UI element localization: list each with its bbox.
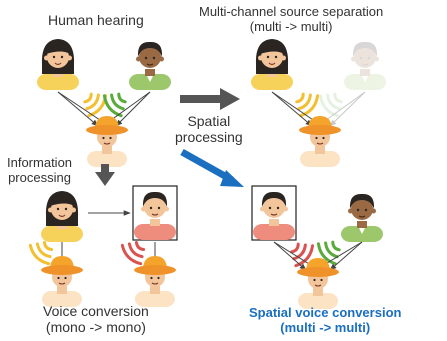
- man-speaker-icon: [340, 193, 384, 243]
- information-processing-line2: processing: [8, 170, 71, 185]
- woman-speaker-icon: [36, 38, 80, 91]
- spatial-voice-conversion-title: Spatial voice conversion: [249, 305, 402, 320]
- sound-wave-icon: [99, 86, 132, 120]
- information-processing-arrow: [95, 164, 115, 186]
- spatial-voice-conversion-label: Spatial voice conversion (multi -> multi…: [249, 305, 401, 335]
- spatial-processing-arrow: [180, 88, 240, 110]
- listener-with-hat-icon: [296, 257, 340, 310]
- voice-conversion-title: Voice conversion: [43, 303, 149, 319]
- voice-conversion-subtitle: (mono -> mono): [45, 319, 146, 335]
- spatial-processing-line1: Spatial: [187, 113, 231, 129]
- source-separation-group: [250, 38, 387, 168]
- source-separation-title: Multi-channel source separation: [199, 4, 384, 19]
- voice-conversion-label: Voice conversion (mono -> mono): [43, 303, 149, 335]
- spatial-voice-conversion-group: [251, 185, 384, 310]
- spatial-voice-conversion-arrow: [180, 148, 244, 187]
- human-hearing-group: [36, 38, 172, 168]
- listener-with-hat-icon: [85, 115, 129, 168]
- source-separation-label: Multi-channel source separation (multi -…: [199, 4, 383, 34]
- woman-speaker-icon: [250, 38, 294, 91]
- information-processing-label: Information processing: [7, 155, 72, 185]
- man-speaker-icon: [128, 41, 172, 91]
- spatial-processing-line2: processing: [175, 129, 243, 145]
- man-speaker-icon-faded: [343, 41, 387, 91]
- framed-portrait-icon: [251, 185, 297, 241]
- human-hearing-label: Human hearing: [48, 12, 144, 28]
- spatial-processing-label: Spatial processing: [175, 113, 243, 145]
- spatial-voice-conversion-subtitle: (multi -> multi): [280, 320, 371, 335]
- sound-wave-icon: [290, 86, 323, 120]
- source-separation-subtitle: (multi -> multi): [249, 19, 333, 34]
- listener-with-hat-icon: [298, 115, 342, 168]
- voice-conversion-group: [25, 185, 178, 308]
- woman-speaker-icon: [40, 190, 84, 243]
- information-processing-line1: Information: [7, 155, 73, 170]
- framed-portrait-icon: [132, 185, 178, 241]
